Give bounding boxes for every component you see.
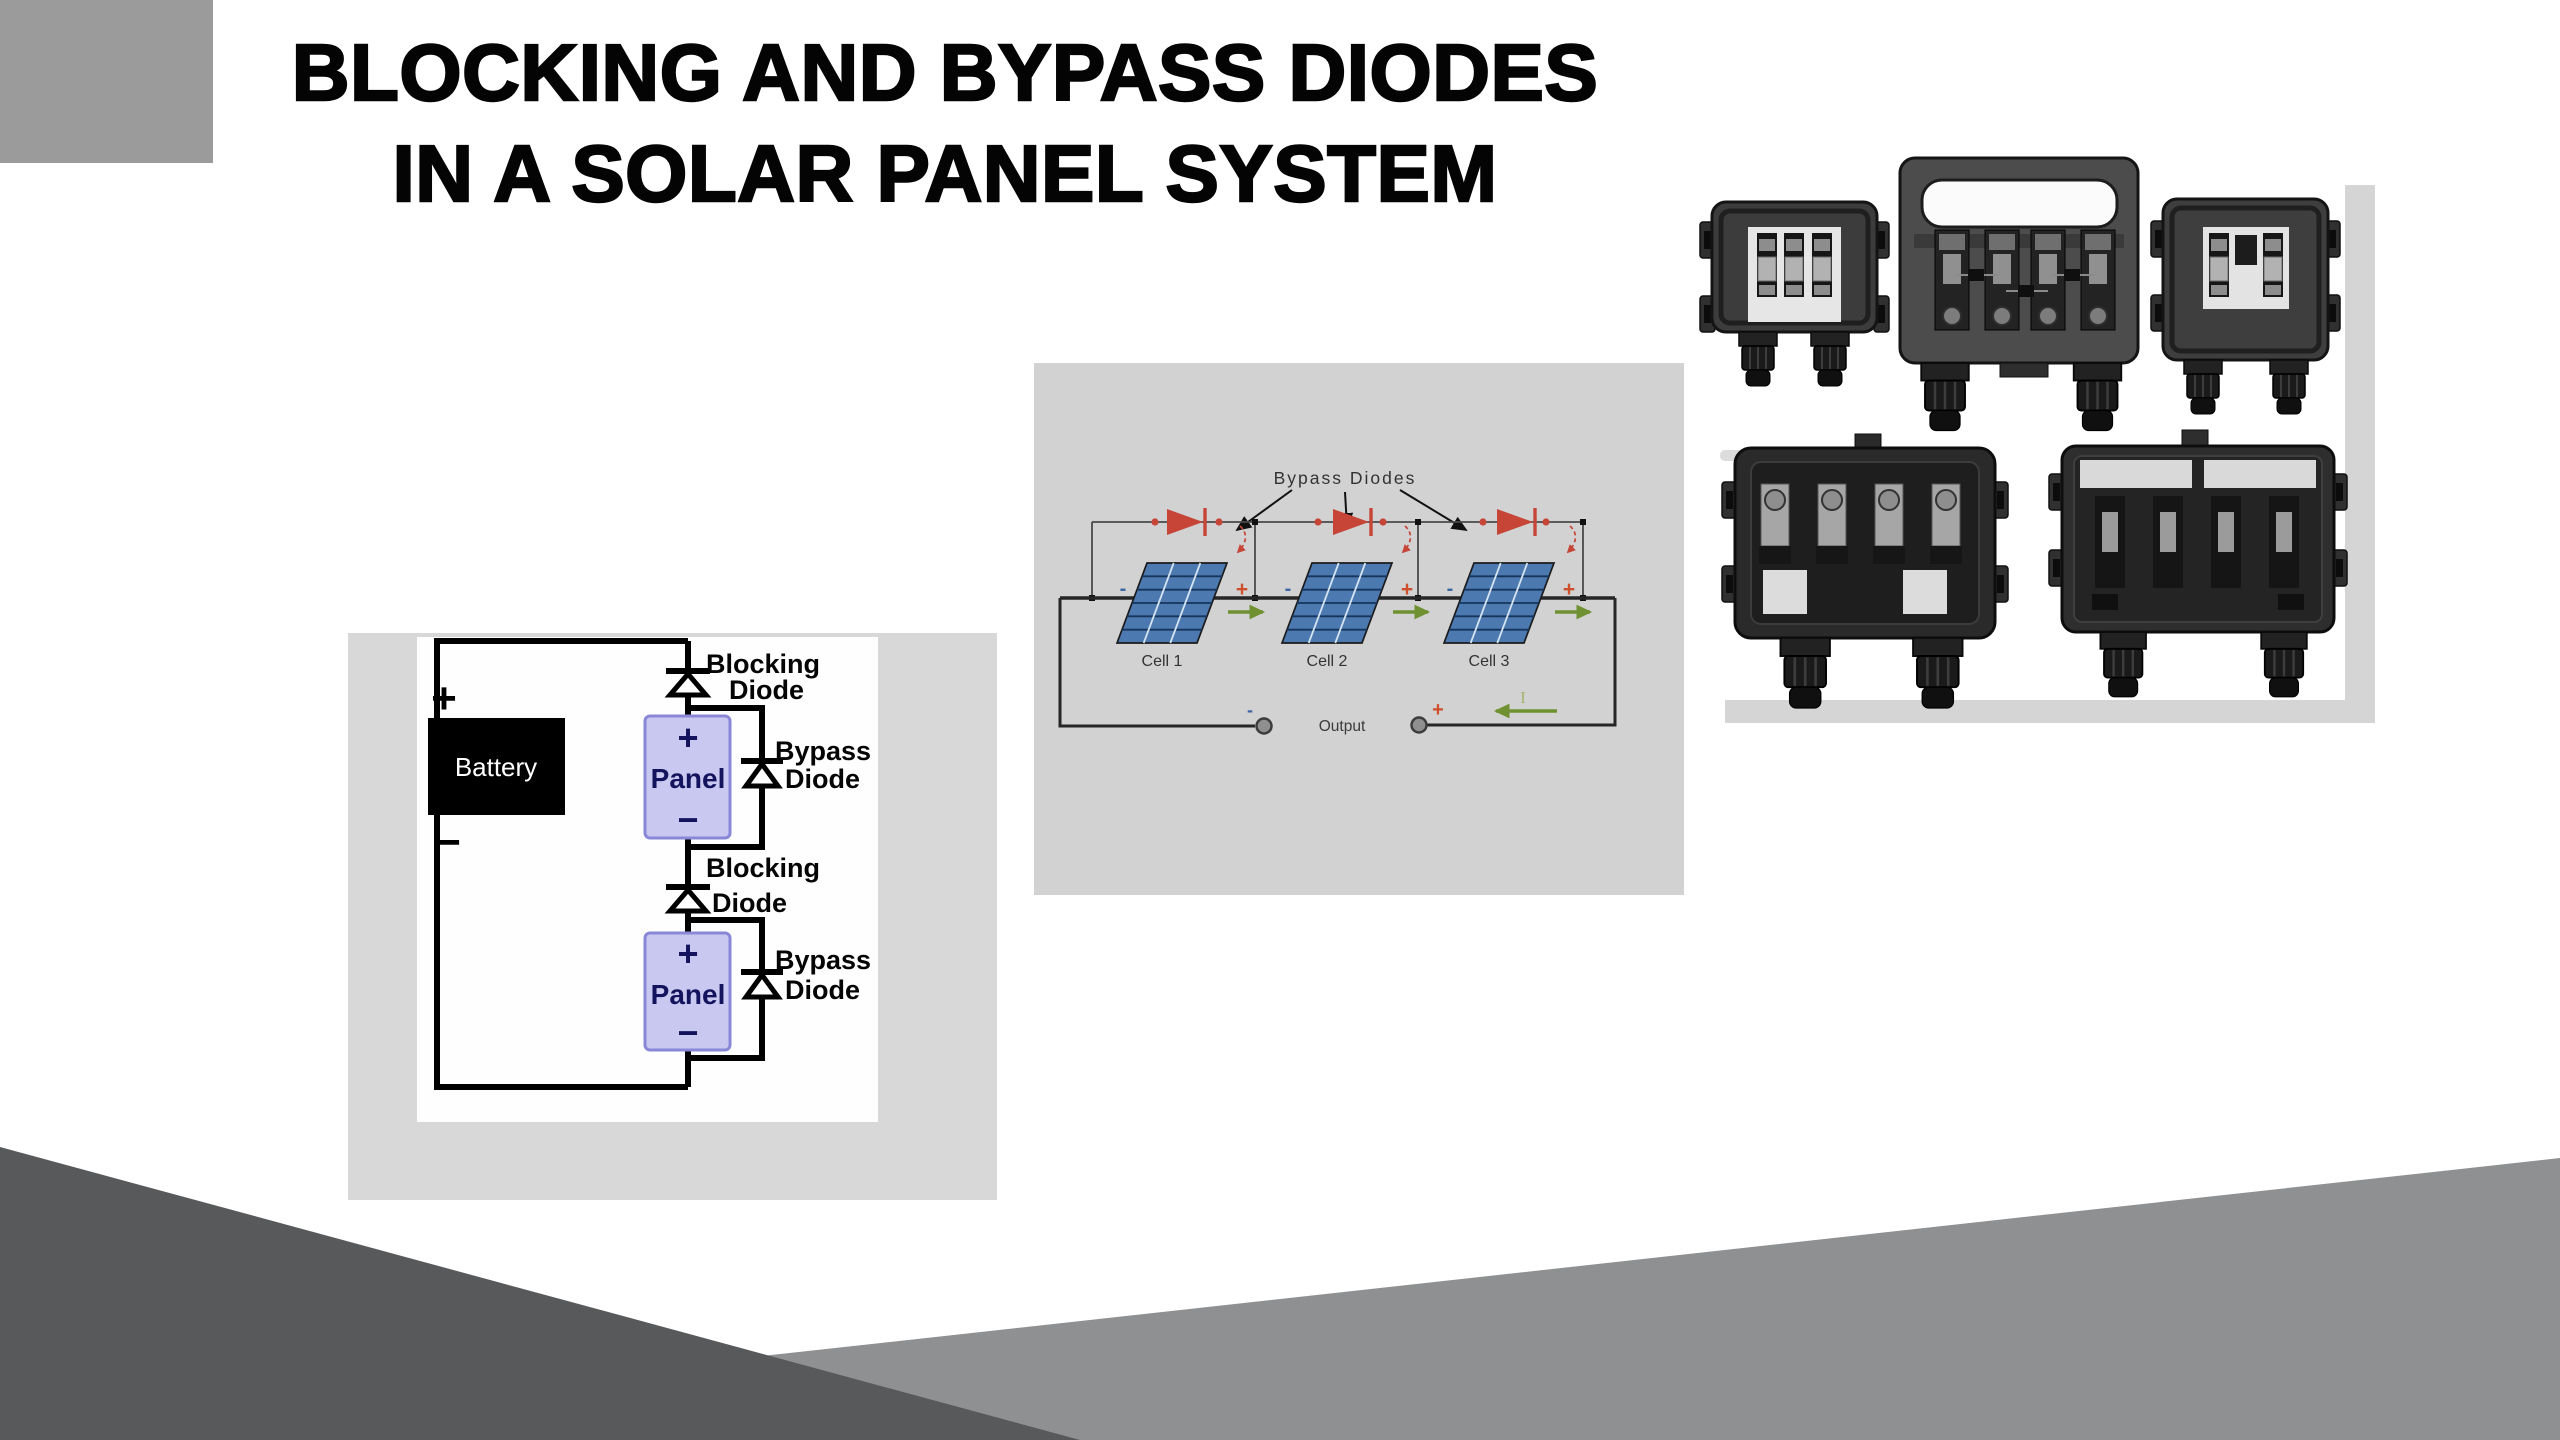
- bypass-path-dashed-arrows: [1236, 525, 1577, 554]
- solar-cell-2-icon: [1280, 562, 1394, 644]
- solar-cell-3-icon: [1442, 562, 1556, 644]
- internal-diodes: [1956, 269, 2094, 297]
- junction-box-1: [1699, 200, 1890, 461]
- blocking-diode-1-label-line1: Blocking: [706, 649, 820, 679]
- output-positive-terminal: [1410, 716, 1428, 734]
- bypass-diode-2-icon: [741, 969, 783, 1000]
- bypass-diode-symbols: [1151, 508, 1550, 536]
- output-positive-wire: [1427, 598, 1617, 727]
- clip-terminals: [2095, 496, 2299, 588]
- screw-terminals: [1759, 483, 1962, 564]
- junction-boxes-svg: [1699, 156, 2375, 723]
- bypass-cells-svg: Bypass Diodes: [1034, 363, 1684, 895]
- output-minus-sign: -: [1247, 700, 1253, 720]
- bypass-diode-red-1-icon: [1151, 508, 1223, 536]
- battery-label: Battery: [455, 752, 537, 782]
- output-negative-wire: [1058, 598, 1255, 728]
- cell-1-plus-sign: +: [1236, 578, 1248, 601]
- bottom-decorative-shapes: [0, 1147, 2560, 1440]
- cell-2-minus-sign: -: [1285, 578, 1292, 600]
- bypass-diode-red-3-icon: [1479, 508, 1550, 536]
- left-circuit-diagram: Battery + − + Panel − + Panel − Blocking…: [348, 633, 997, 1200]
- blocking-diode-1-icon: [664, 668, 712, 698]
- junction-box-5: [2048, 429, 2348, 699]
- solar-cells: [1115, 562, 1556, 644]
- battery-minus-sign: −: [435, 818, 461, 867]
- bottom-dark-triangle: [0, 1147, 1080, 1440]
- corner-accent-rect: [0, 0, 213, 163]
- blocking-diode-2-icon: [664, 884, 712, 914]
- junction-box-3: [2150, 197, 2341, 415]
- solar-cell-1-icon: [1115, 562, 1229, 644]
- cell-2-plus-sign: +: [1401, 578, 1413, 601]
- cell-2-label: Cell 2: [1307, 653, 1348, 670]
- panel-1-plus-sign: +: [677, 717, 698, 758]
- battery-plus-sign: +: [431, 674, 457, 723]
- title-line-1: BLOCKING AND BYPASS DIODES: [291, 27, 1599, 118]
- bypass-branch-2-wire: [688, 917, 765, 1061]
- bypass-diode-red-2-icon: [1314, 508, 1387, 536]
- junction-boxes-photo: [1690, 140, 2390, 760]
- blocking-diode-2-label-line1: Blocking: [706, 853, 820, 883]
- title-line-2: IN A SOLAR PANEL SYSTEM: [391, 128, 1498, 219]
- blocking-diode-1-label-line2: Diode: [729, 675, 804, 705]
- cell-1-label: Cell 1: [1142, 653, 1183, 670]
- cell-3-label: Cell 3: [1469, 653, 1510, 670]
- output-label: Output: [1319, 718, 1366, 735]
- panel-1-label: Panel: [651, 763, 726, 794]
- current-symbol: I: [1520, 688, 1526, 707]
- cell-1-minus-sign: -: [1120, 578, 1127, 600]
- bypass-diode-1-icon: [741, 758, 783, 789]
- photo-backdrop-strip-horizontal: [1725, 700, 2375, 723]
- bypass-diode-2-label-line1: Bypass: [775, 945, 871, 975]
- bypass-branch-1-wire: [688, 705, 765, 850]
- junction-box-2: [1898, 156, 2140, 432]
- bypass-diodes-cells-diagram: Bypass Diodes: [1034, 363, 1684, 895]
- cell-3-minus-sign: -: [1447, 578, 1454, 600]
- panel-2-minus-sign: −: [677, 1012, 698, 1053]
- panel-2-box: [643, 931, 732, 1052]
- bypass-diode-1-label-line2: Diode: [785, 764, 860, 794]
- left-circuit-svg: Battery + − + Panel − + Panel − Blocking…: [417, 637, 878, 1122]
- cell-3-plus-sign: +: [1563, 578, 1575, 601]
- junction-box-4: [1721, 433, 2009, 710]
- panel-1-box: [643, 714, 732, 840]
- circuit-main-loop-wire: [434, 638, 688, 1090]
- bypass-diode-1-label-line1: Bypass: [775, 736, 871, 766]
- photo-backdrop-strip-vertical: [2345, 185, 2375, 723]
- terminal-columns: [1934, 229, 2116, 331]
- output-plus-sign: +: [1432, 699, 1444, 721]
- battery-box: [428, 718, 565, 815]
- panel-1-minus-sign: −: [677, 799, 698, 840]
- panel-2-plus-sign: +: [677, 933, 698, 974]
- blocking-diode-2-label-line2: Diode: [712, 888, 787, 918]
- output-negative-terminal: [1255, 717, 1273, 735]
- bypass-diodes-heading: Bypass Diodes: [1274, 468, 1417, 488]
- bypass-diode-2-label-line2: Diode: [785, 975, 860, 1005]
- panel-2-label: Panel: [651, 979, 726, 1010]
- slide-title: BLOCKING AND BYPASS DIODES IN A SOLAR PAN…: [250, 22, 1640, 224]
